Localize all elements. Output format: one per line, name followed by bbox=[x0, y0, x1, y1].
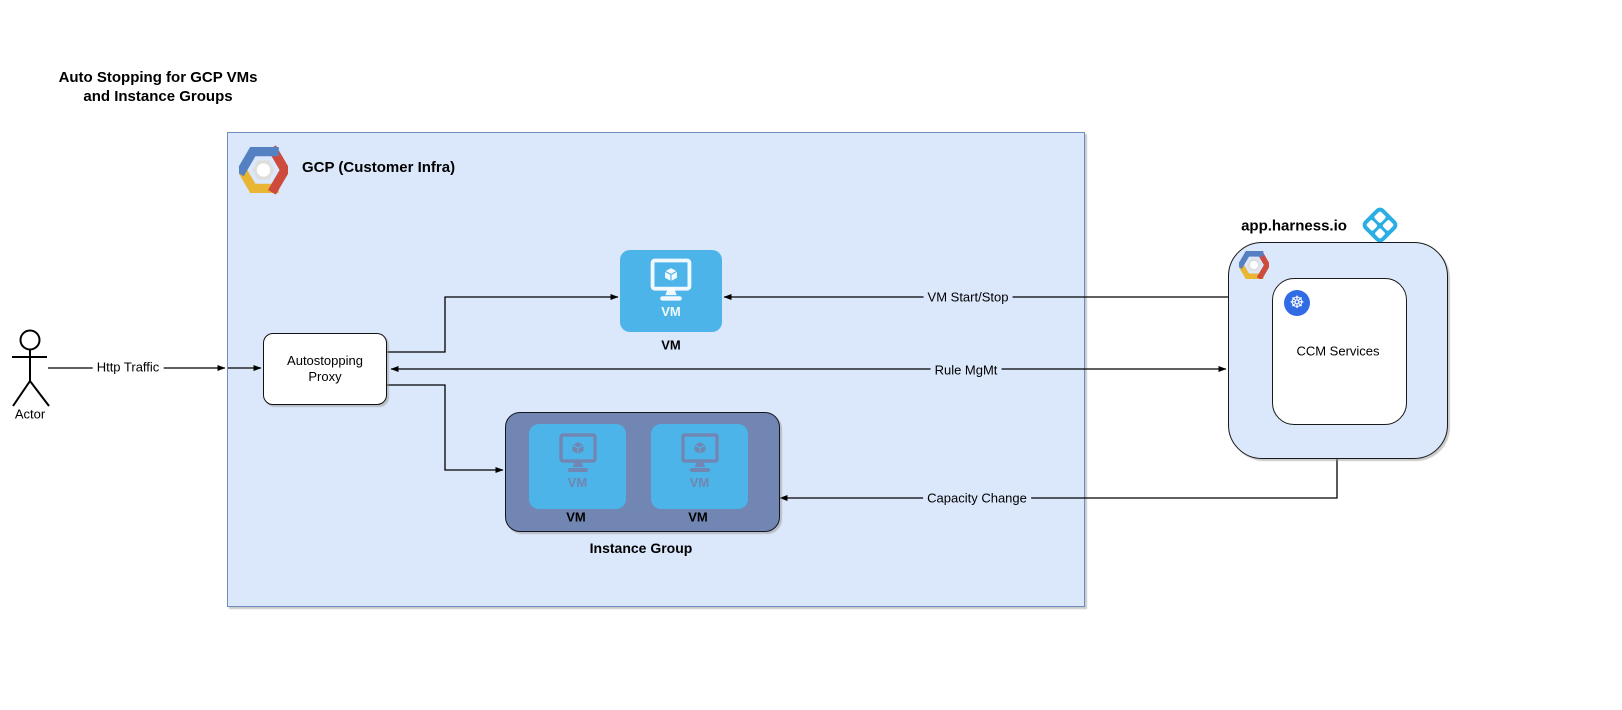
harness-domain-label: app.harness.io bbox=[1241, 217, 1347, 235]
vm-tile-text: VM bbox=[661, 304, 681, 319]
vm-node: VM bbox=[620, 250, 722, 332]
instance-group-box: VM VM bbox=[505, 412, 780, 532]
vm-tile-text: VM bbox=[689, 475, 710, 490]
actor-icon bbox=[12, 329, 50, 407]
harness-logo-icon bbox=[1360, 205, 1400, 245]
autostopping-proxy-node: Autostopping Proxy bbox=[263, 333, 387, 405]
diagram-title: Auto Stopping for GCP VMs and Instance G… bbox=[38, 68, 278, 106]
gcp-box-label: GCP (Customer Infra) bbox=[302, 159, 456, 176]
diagram-title-line1: Auto Stopping for GCP VMs bbox=[58, 69, 258, 86]
vm-monitor-icon bbox=[650, 258, 692, 301]
proxy-label-line1: Autostopping bbox=[287, 353, 363, 368]
edge-label-rule-mgmt: Rule MgMt bbox=[930, 362, 1002, 378]
edge-label-http-traffic: Http Traffic bbox=[92, 359, 164, 375]
instance-group-vm-1: VM bbox=[529, 424, 626, 509]
edge-label-vm-start-stop: VM Start/Stop bbox=[923, 289, 1013, 305]
vm-tile-text: VM bbox=[567, 475, 588, 490]
vm-monitor-icon bbox=[680, 433, 719, 472]
ccm-services-label: CCM Services bbox=[1296, 343, 1380, 359]
proxy-label-line2: Proxy bbox=[308, 369, 342, 384]
instance-group-vm-2-label: VM bbox=[688, 509, 708, 525]
gcp-logo-small-icon bbox=[1239, 251, 1269, 279]
kubernetes-icon: ☸ bbox=[1284, 290, 1310, 316]
gcp-logo-icon bbox=[239, 145, 288, 195]
instance-group-vm-2: VM bbox=[651, 424, 748, 509]
instance-group-label: Instance Group bbox=[589, 540, 693, 556]
instance-group-vm-1-label: VM bbox=[566, 509, 586, 525]
vm-monitor-icon bbox=[558, 433, 597, 472]
vm-node-label: VM bbox=[661, 337, 681, 353]
actor-label: Actor bbox=[14, 406, 46, 422]
edge-label-capacity-change: Capacity Change bbox=[923, 490, 1031, 506]
diagram-title-line2: and Instance Groups bbox=[83, 88, 233, 105]
